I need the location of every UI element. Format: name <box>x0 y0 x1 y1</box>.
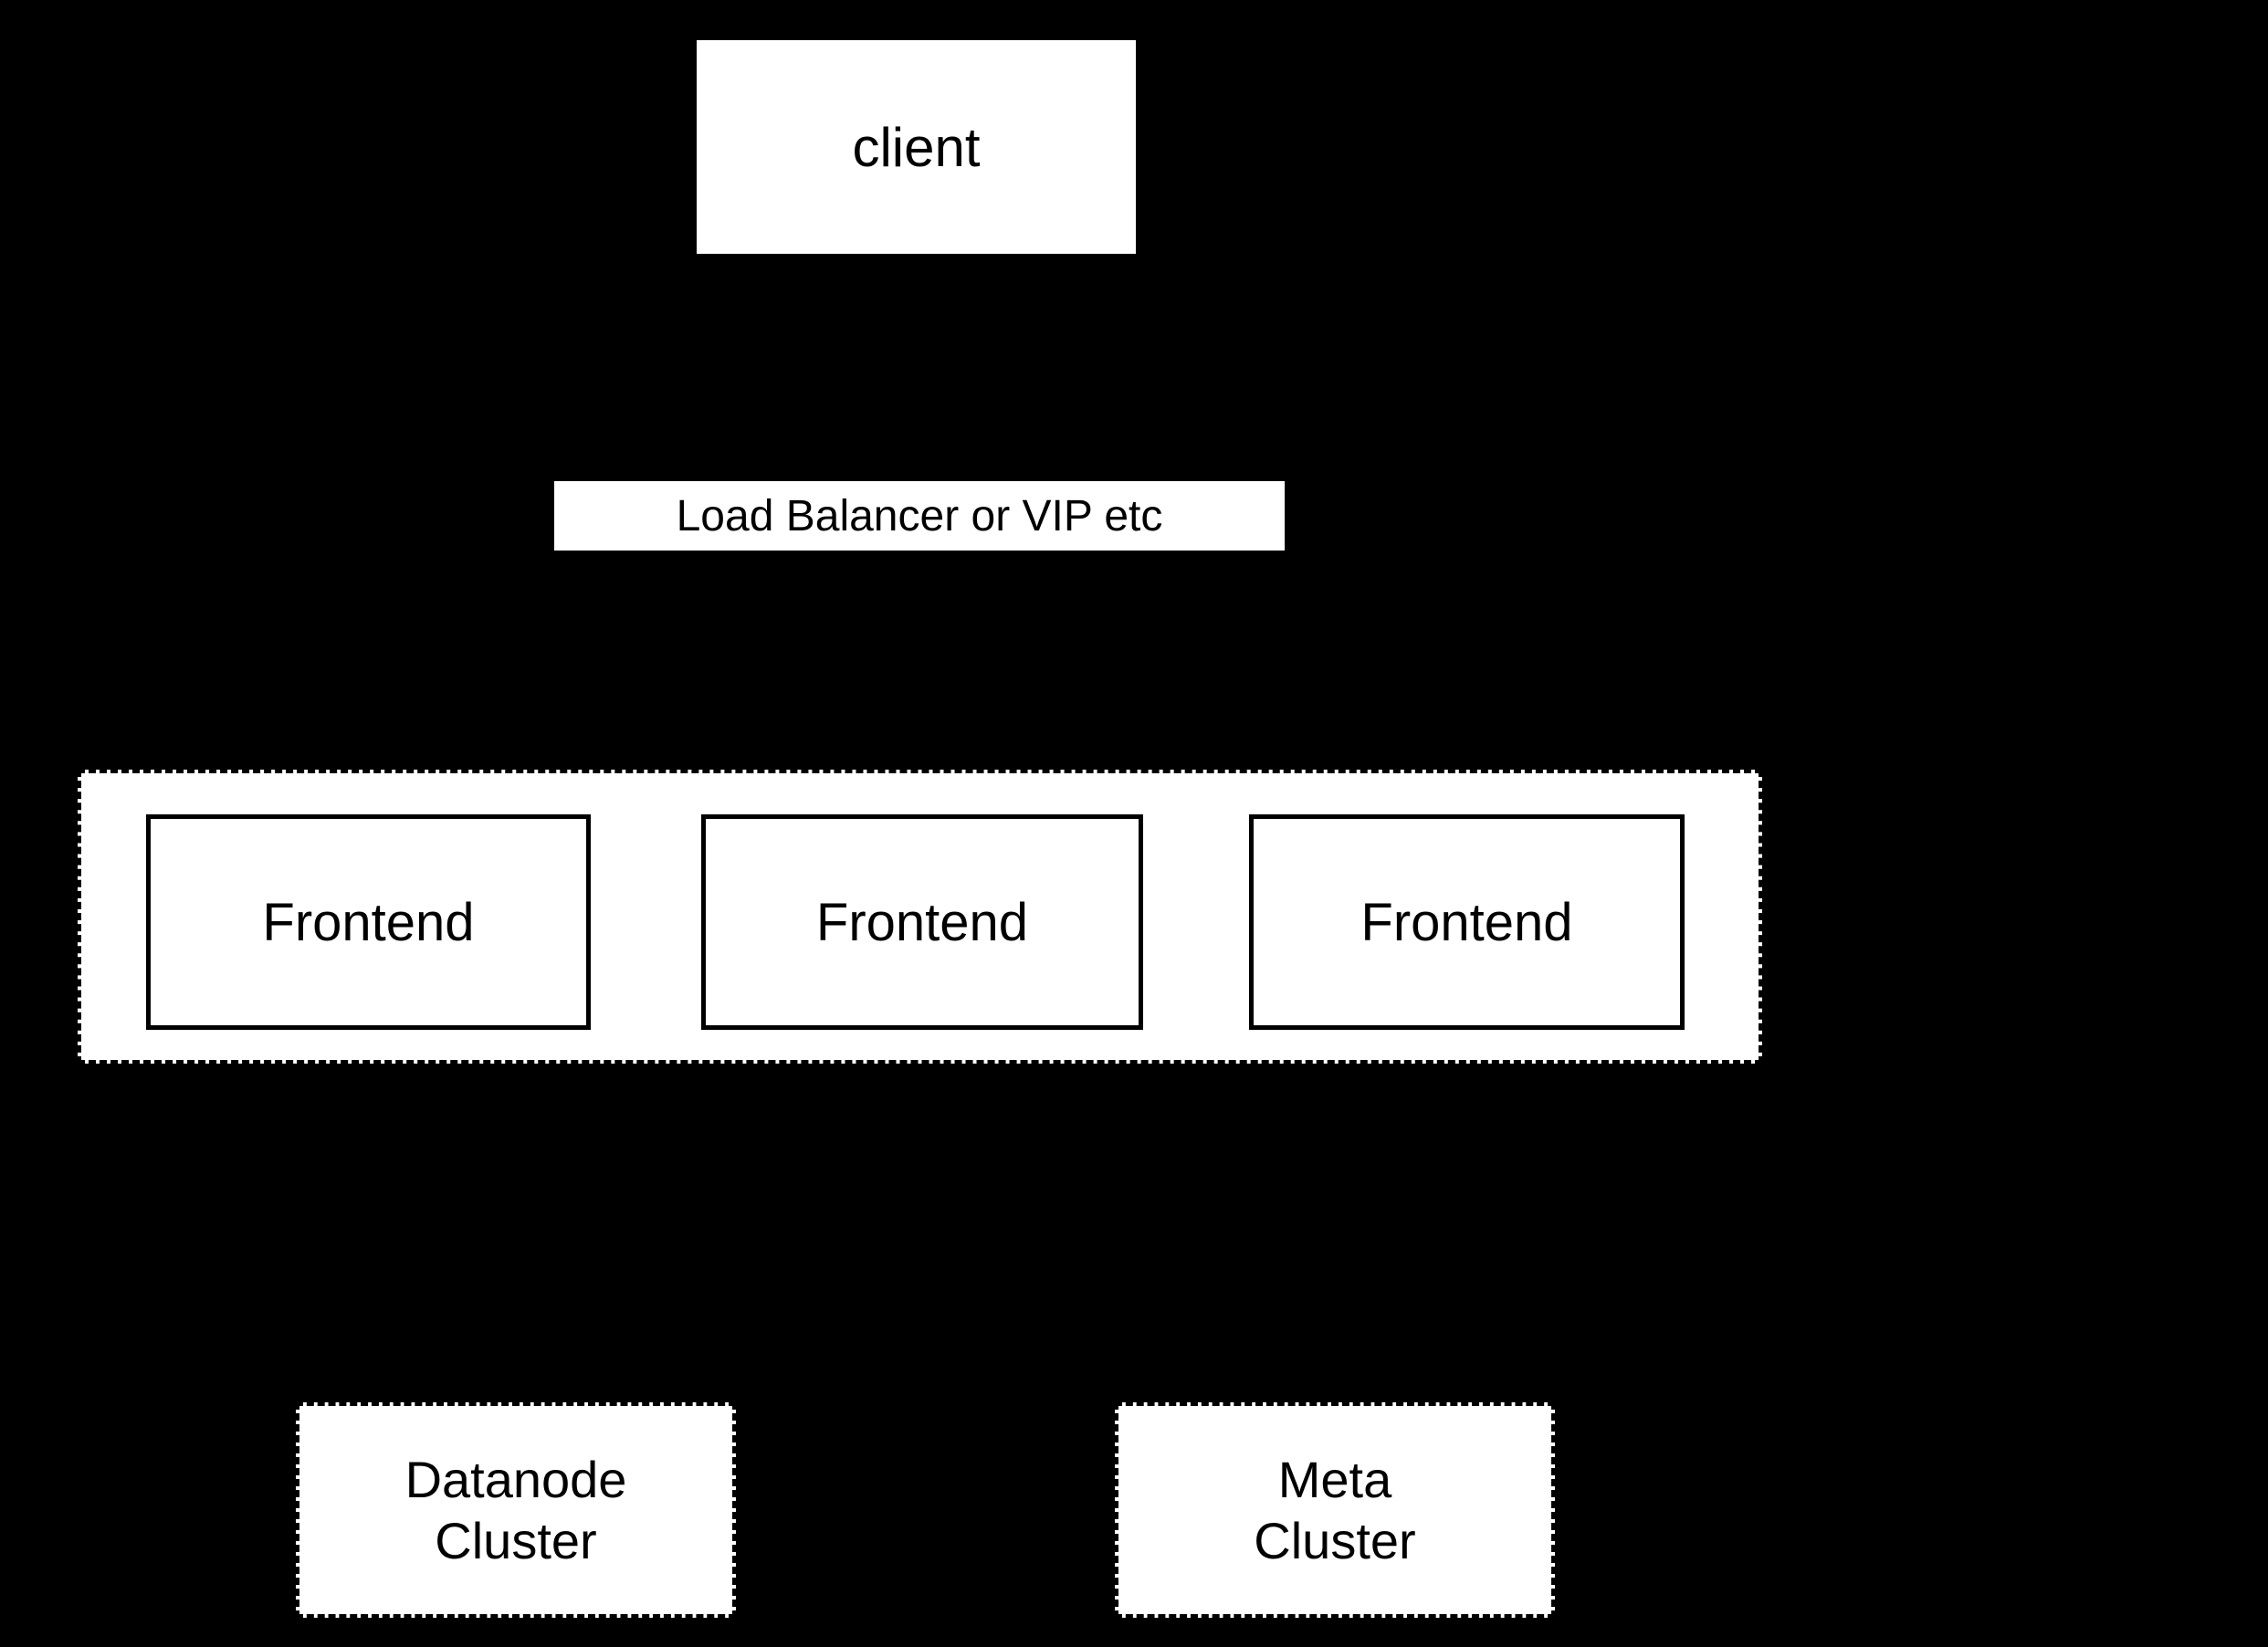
meta-cluster-label-line2: Cluster <box>1254 1512 1416 1569</box>
frontend-node-1: Frontend <box>146 814 591 1030</box>
meta-cluster-label: Meta Cluster <box>1254 1449 1415 1571</box>
frontend-node-1-label: Frontend <box>262 892 475 952</box>
meta-cluster-label-line1: Meta <box>1277 1450 1392 1508</box>
frontend-node-2-label: Frontend <box>815 892 1029 952</box>
load-balancer-node: Load Balancer or VIP etc <box>554 481 1285 551</box>
datanode-cluster-label: Datanode Cluster <box>405 1449 627 1571</box>
frontend-node-3-label: Frontend <box>1360 892 1573 952</box>
client-node: client <box>697 40 1136 254</box>
frontend-group-container: Frontend Frontend Frontend <box>78 770 1762 1064</box>
frontend-node-2: Frontend <box>701 814 1143 1030</box>
datanode-cluster-label-line2: Cluster <box>435 1512 597 1569</box>
datanode-cluster-node: Datanode Cluster <box>296 1402 736 1618</box>
client-node-label: client <box>852 116 981 178</box>
datanode-cluster-label-line1: Datanode <box>404 1450 627 1508</box>
load-balancer-node-label: Load Balancer or VIP etc <box>676 491 1163 540</box>
frontend-node-3: Frontend <box>1249 814 1685 1030</box>
meta-cluster-node: Meta Cluster <box>1115 1402 1555 1618</box>
